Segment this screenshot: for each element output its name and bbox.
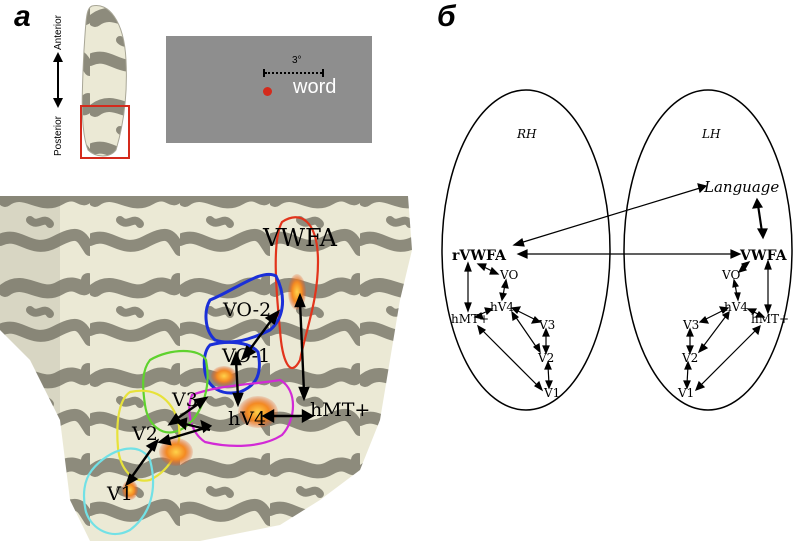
vo2-label: VO-2 [222,299,271,321]
v1-label: V1 [106,483,133,505]
roi-outlines [82,216,320,536]
vwfa-outline [274,216,320,369]
lh-v2-label: V2 [681,351,698,365]
vwfa-label: VWFA [262,224,338,252]
rh-vo-label: VO [499,268,518,282]
lh-ellipse [623,89,793,411]
panel-b-arrows [464,183,772,392]
rh-v2-label: V2 [537,351,554,365]
v3-label: V3 [171,389,198,411]
stimulus-word: word [293,76,337,98]
panel-b-label: б [437,0,456,33]
lh-hmt-label: hMT+ [751,312,789,326]
language-label: Language [703,178,779,196]
panel-a-arrows [124,292,315,487]
stimulus-scale-bar [263,69,324,77]
v3-outline [142,350,209,434]
lh-v1-label: V1 [677,386,694,400]
panel-b-labels: RH LH Language rVWFA VWFA VO hV4 hMT+ V3… [451,127,789,400]
vo1-outline [202,340,261,395]
lh-hv4-label: hV4 [724,300,748,314]
v2-label: V2 [131,423,158,445]
stimulus-panel: 3° word [166,36,372,143]
panel-a-label: a [14,0,31,33]
hv4-outline [188,378,294,447]
lh-title: LH [701,127,721,141]
rh-hv4-label: hV4 [490,300,514,314]
inset-box [80,105,130,159]
rh-ellipse [441,89,611,411]
fixation-dot [263,87,272,96]
vwfa-lh-label: VWFA [739,248,788,264]
vo2-outline [204,272,285,344]
rh-v3-label: V3 [538,318,555,332]
stimulus-angle: 3° [292,55,302,66]
v2-outline [116,389,181,482]
vo1-label: VO-1 [221,345,270,367]
region-labels: VWFA VO-2 VO-1 V3 hV4 hMT+ V2 V1 [106,224,370,505]
rh-title: RH [516,127,537,141]
lh-vo-label: VO [721,268,740,282]
ap-axis-arrow [53,52,63,108]
brain-overview [80,4,130,159]
hv4-label: hV4 [228,408,266,430]
v1-outline [82,447,155,536]
rh-v1-label: V1 [543,386,560,400]
rvwfa-label: rVWFA [452,248,507,264]
hmt-label: hMT+ [310,399,370,421]
lh-v3-label: V3 [682,318,699,332]
